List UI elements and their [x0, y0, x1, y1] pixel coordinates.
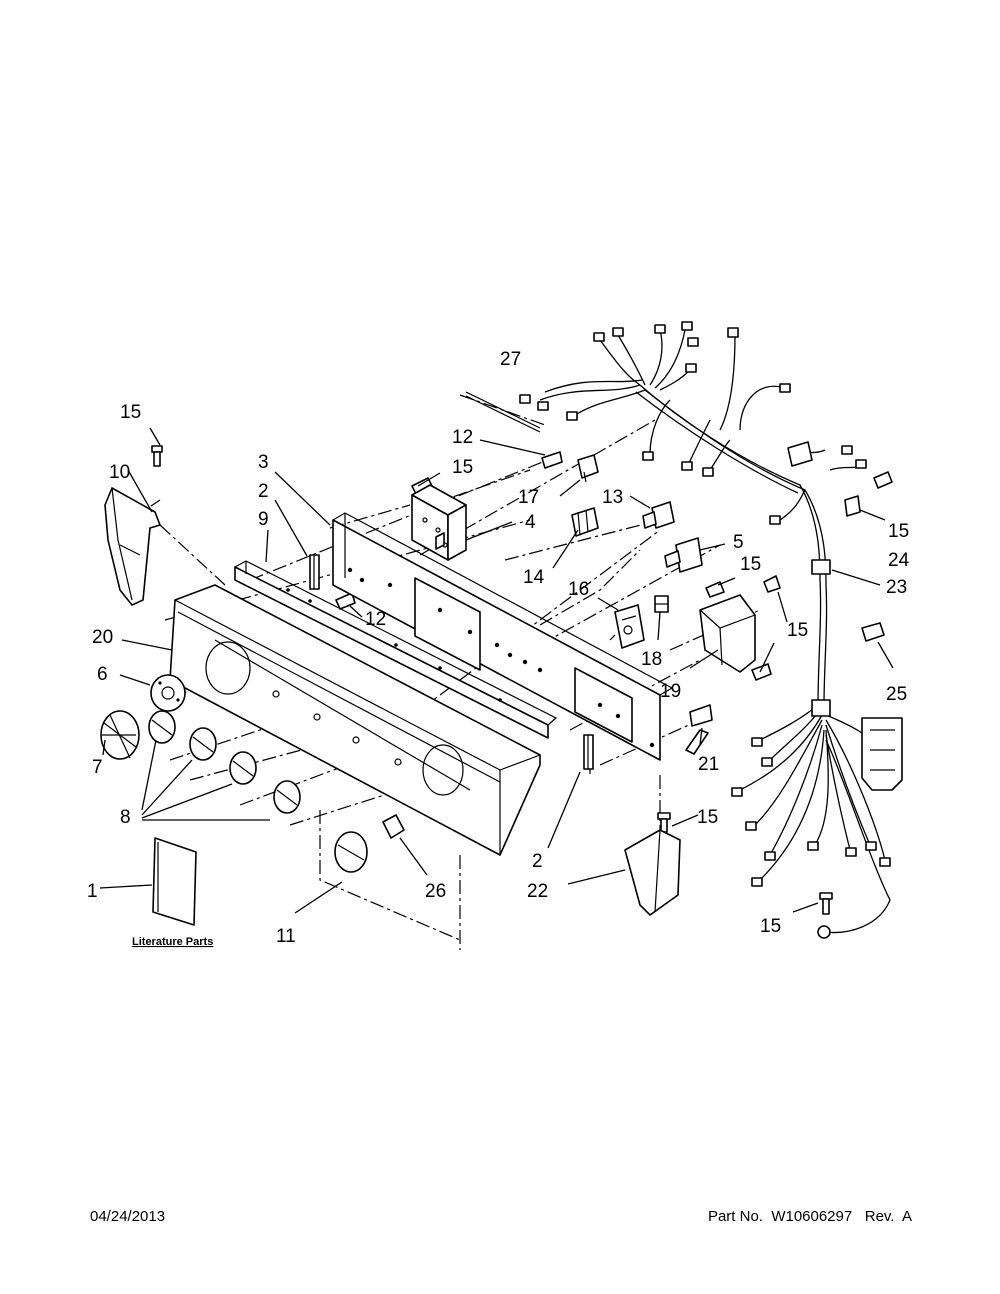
knob-8b	[189, 727, 217, 761]
callout-15-ground: 15	[760, 916, 781, 937]
part-right-end-cap	[624, 829, 681, 916]
callout-14: 14	[523, 567, 545, 588]
callout-8: 8	[120, 807, 131, 828]
part-timer-controller	[411, 484, 467, 561]
screw-15-harness	[873, 471, 893, 489]
callout-15-harness: 15	[888, 521, 909, 542]
part-wire-tie	[465, 391, 541, 433]
part-clip	[844, 495, 861, 517]
callout-3: 3	[258, 452, 269, 473]
callout-11: 11	[276, 926, 296, 947]
part-number: W10606297	[771, 1208, 853, 1225]
part-large-knob	[100, 710, 140, 760]
part-switch-assembly	[609, 604, 645, 649]
callout-10: 10	[109, 462, 130, 483]
callout-15-upper: 15	[452, 457, 473, 478]
screw-15-right-c	[751, 663, 772, 681]
knob-8c	[229, 751, 257, 785]
part-push-switch	[642, 501, 675, 529]
part-connector	[861, 622, 885, 642]
part-left-end-bracket	[104, 487, 161, 606]
leader-lines	[99, 427, 894, 914]
callout-21: 21	[698, 754, 719, 775]
screw-15-ground	[819, 892, 833, 915]
knob-8d	[273, 780, 301, 814]
callout-15-left: 15	[120, 402, 141, 423]
knob-8a	[148, 710, 176, 744]
part-bushing-hub	[150, 674, 186, 712]
callout-25: 25	[886, 684, 907, 705]
callout-17: 17	[518, 487, 539, 508]
part-rotary-switch	[664, 537, 703, 573]
screw-15-top-left	[151, 445, 163, 467]
callout-20: 20	[92, 627, 113, 648]
part-spacer-left	[309, 554, 320, 590]
screw-15-right-b	[763, 575, 781, 593]
part-control-panel-plate	[332, 512, 674, 761]
callout-15-right: 15	[787, 620, 808, 641]
part-support-channel	[234, 560, 558, 739]
callout-6: 6	[97, 664, 108, 685]
callout-15-bottom: 15	[697, 807, 718, 828]
callout-27: 27	[500, 349, 521, 370]
part-knobs	[148, 710, 301, 814]
part-literature	[152, 837, 197, 926]
part-selector-switch	[571, 507, 599, 537]
callout-7: 7	[92, 757, 103, 778]
callout-4: 4	[525, 512, 536, 533]
callout-5: 5	[733, 532, 744, 553]
screw-15-bottom-right	[657, 812, 671, 833]
part-number-label: Part No.	[707, 1208, 763, 1225]
revision-label: Rev.	[864, 1208, 895, 1225]
callout-18: 18	[641, 649, 662, 670]
screw-15-right-a	[705, 581, 725, 598]
part-small-switch	[577, 454, 599, 483]
part-control-board	[699, 594, 756, 673]
callout-2-lower: 2	[532, 851, 543, 872]
callout-9: 9	[258, 509, 269, 530]
part-shaft-insert	[382, 814, 405, 839]
callout-13: 13	[602, 487, 623, 508]
callout-23: 23	[886, 577, 907, 598]
callout-26: 26	[425, 881, 446, 902]
part-small-connector	[654, 595, 669, 613]
callout-15-mid: 15	[740, 554, 761, 575]
callout-labels: 27 12 15 15 10 3 2 9 17 13 4 5 14 15 16 …	[87, 349, 910, 947]
part-screws	[151, 445, 893, 915]
revision-value: A	[901, 1208, 912, 1225]
part-spacer-right	[583, 734, 594, 770]
footer-date: 04/24/2013	[90, 1208, 166, 1225]
callout-1: 1	[87, 881, 98, 902]
part-knob-11	[334, 831, 368, 873]
part-wire-harness	[519, 321, 903, 939]
callout-19: 19	[660, 681, 681, 702]
screw-12-lower	[335, 592, 356, 610]
callout-16: 16	[568, 579, 589, 600]
part-harness-clip	[685, 704, 713, 755]
callout-2-upper: 2	[258, 481, 269, 502]
callout-22: 22	[527, 881, 548, 902]
callout-12-top: 12	[452, 427, 473, 448]
literature-parts-label: Literature Parts	[132, 936, 213, 948]
footer-part-info: Part No. W10606297 Rev. A	[708, 1208, 912, 1225]
callout-12-lower: 12	[365, 609, 386, 630]
screw-12-upper	[541, 451, 563, 469]
callout-24: 24	[888, 550, 910, 571]
